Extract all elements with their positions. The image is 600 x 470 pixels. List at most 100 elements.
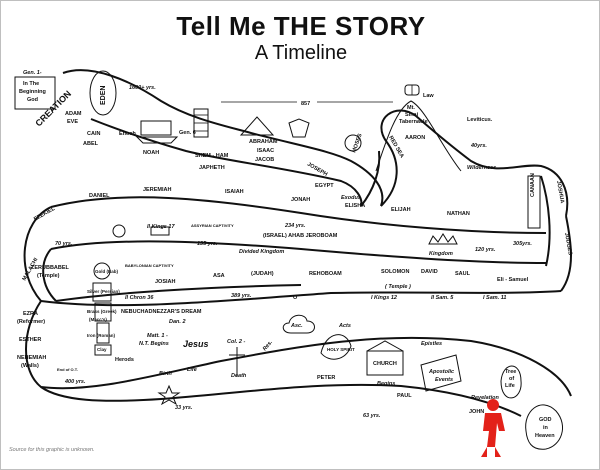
label-400-years: 400 yrs. [64, 379, 86, 385]
label-john: JOHN [469, 409, 484, 415]
label-god-heaven-1: GOD [539, 417, 552, 423]
label-exodus: Exodus [341, 195, 361, 201]
label-mt-sinai-2: Sinai [405, 112, 419, 118]
label-revelation: Revelation [471, 395, 499, 401]
label-kings-17: II Kings 17 [147, 224, 175, 230]
label-tree-2: of [509, 376, 514, 382]
label-eve: EVE [67, 119, 78, 125]
label-judges: JUDGES [563, 232, 573, 256]
label-matt-1: Matt. 1 - [147, 333, 168, 339]
mount-sinai-icon [375, 100, 462, 172]
timeline-road [23, 69, 572, 417]
label-63-years: 63 yrs. [363, 413, 381, 419]
coat-icon [288, 118, 310, 138]
label-40-years: 40yrs. [470, 143, 487, 149]
label-beginning-3: God [27, 97, 38, 103]
label-apostolic-2: Events [435, 377, 453, 383]
label-adam: ADAM [65, 111, 82, 117]
label-zerubbabel: ZERUBBABEL [31, 265, 70, 271]
label-dan-2: Dan. 2 [169, 319, 186, 325]
label-nehemiah: NEHEMIAH [17, 355, 46, 361]
label-nathan: NATHAN [447, 211, 470, 217]
label-cain: CAIN [87, 131, 100, 137]
chain-icon [112, 224, 126, 238]
holy-spirit-icon [320, 334, 352, 360]
label-jeremiah: JEREMIAH [143, 187, 171, 193]
epistles-scroll-icon [420, 354, 462, 392]
label-joshua: JOSHUA [555, 180, 565, 204]
label-jacob: JACOB [255, 157, 274, 163]
ascension-cloud-icon [282, 314, 315, 334]
tent-icon [239, 116, 275, 136]
burning-bush-icon [344, 134, 362, 152]
label-asc: Asc. [290, 323, 303, 329]
statue-legs-icon [96, 322, 110, 344]
label-isaac: ISAAC [257, 148, 274, 154]
label-assyrian-captivity: ASSYRIAN CAPTIVITY [191, 223, 234, 228]
label-abraham: ABRAHAM [249, 139, 278, 145]
label-church: CHURCH [373, 361, 397, 367]
label-moses: MOSES [351, 133, 364, 154]
label-maccabees: (Macc's) [89, 317, 107, 322]
label-david: DAVID [421, 269, 438, 275]
church-icon [366, 350, 404, 376]
label-beginning-2: Beginning [19, 89, 46, 95]
label-begins: Begins [377, 381, 395, 387]
eden-shape [89, 70, 117, 116]
label-ezekiel: EZEKIEL [33, 206, 57, 223]
label-reformer: (Reformer) [17, 319, 45, 325]
label-epistles: Epistles [421, 341, 442, 347]
label-gen6: Gen. 6 [179, 130, 196, 136]
label-tabernacle: Tabernacle [399, 119, 428, 125]
label-jesus: Jesus [183, 339, 209, 349]
label-389-years: 389 yrs. [231, 293, 252, 299]
label-jonah: JONAH [291, 197, 310, 203]
label-kingdom: Kingdom [429, 251, 453, 257]
statue-belly-icon [94, 302, 112, 322]
statue-feet-icon [94, 344, 112, 356]
labels-band-3: ZERUBBABEL (Temple) Gold (Bab) BABYLONIA… [17, 263, 529, 369]
labels-band-2: EZEKIEL DANIEL JEREMIAH ISAIAH JONAH ELI… [22, 187, 496, 282]
label-col-2: Col. 2 - [227, 339, 246, 345]
label-120-years: 120 yrs. [475, 247, 496, 253]
label-death: Death [231, 373, 247, 379]
label-circle-o: O [293, 295, 298, 301]
label-wilderness: Wilderness [467, 165, 496, 171]
label-silver-persian: Silver (Persian) [87, 289, 120, 294]
label-aaron: AARON [405, 135, 425, 141]
canaan-shape [527, 175, 541, 229]
page-subtitle: A Timeline [255, 42, 347, 64]
label-solomon: SOLOMON [381, 269, 409, 275]
label-tree-1: Tree [505, 369, 516, 375]
label-herods: Herods [115, 357, 134, 363]
label-eden: EDEN [100, 86, 107, 105]
label-chron-36: II Chron 36 [125, 295, 154, 301]
label-law: Law [423, 93, 434, 99]
label-rehoboam: REHOBOAM [309, 271, 342, 277]
label-elijah: ELIJAH [391, 207, 411, 213]
label-1600-years: 1600+ yrs. [129, 85, 156, 91]
label-kings-12: I Kings 12 [371, 295, 397, 301]
label-esther: ESTHER [19, 337, 41, 343]
label-temple-1: (Temple) [37, 273, 60, 279]
label-sam-1: I Sam. 11 [483, 295, 506, 301]
label-nebuchadnezzar: NEBUCHADNEZZAR'S DREAM [121, 309, 202, 315]
label-gold-bab: Gold (Bab) [95, 269, 118, 274]
label-ezra: EZRA [23, 311, 38, 317]
label-god-heaven-3: Heaven [535, 433, 555, 439]
statue-chest-icon [92, 282, 112, 302]
walker-figure-icon [481, 399, 505, 457]
statue-head-icon [93, 262, 111, 280]
heaven-shape [525, 404, 564, 450]
crown-icon [428, 233, 458, 245]
label-god-heaven-2: in [543, 425, 549, 431]
label-857: 857 [301, 101, 310, 107]
ark-icon [140, 120, 172, 136]
label-holy-spirit: HOLY SPIRIT [327, 347, 355, 352]
label-135-years: 135 yrs. [197, 241, 218, 247]
label-33-years: 33 yrs. [175, 405, 193, 411]
label-daniel: DANIEL [89, 193, 110, 199]
label-canaan: CANAAN [530, 173, 536, 197]
